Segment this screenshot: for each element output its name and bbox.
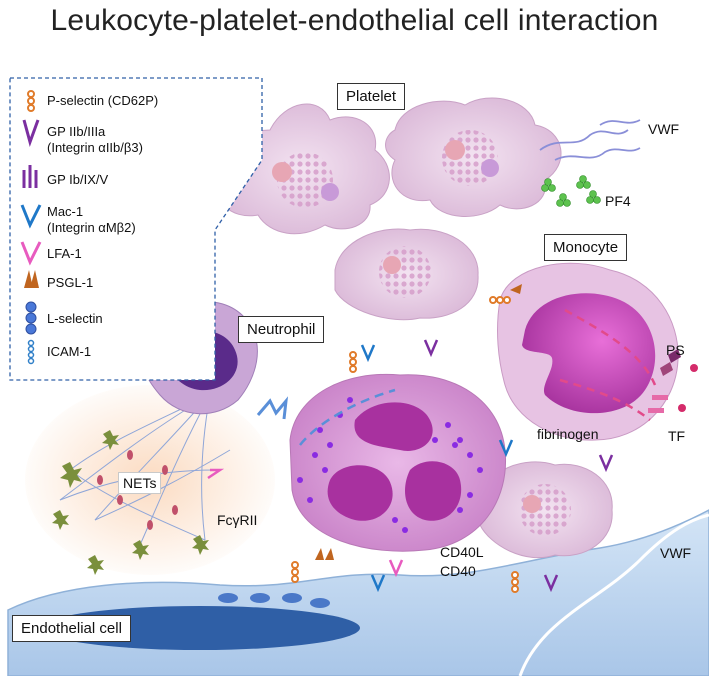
mac1-icon <box>20 204 42 229</box>
monocyte-nucleus <box>522 293 656 414</box>
label-cd40l: CD40L <box>440 544 484 560</box>
pf4-clusters <box>541 175 601 207</box>
label-neutrophil: Neutrophil <box>238 316 325 343</box>
legend-icam1: ICAM-1 <box>47 344 92 359</box>
legend-gp-iib-iiia: GP IIb/IIIa <box>47 124 106 139</box>
monocyte-cell <box>497 262 679 441</box>
gp-ib-ix-v-icon <box>22 165 38 188</box>
psgl1-marks <box>315 284 522 560</box>
legend-psgl1: PSGL-1 <box>47 275 94 290</box>
label-pf4: PF4 <box>605 193 631 209</box>
platelet-center <box>334 228 479 321</box>
receptor-marks <box>207 339 614 593</box>
lfa1-icon <box>20 241 42 266</box>
legend-gp-ib-ix-v: GP Ib/IX/V <box>47 172 109 187</box>
icam1-icon <box>27 339 35 365</box>
label-vwf-top: VWF <box>648 121 680 137</box>
legend-gp-iib-iiia-sub: (Integrin αIIb/β3) <box>47 140 143 155</box>
legend-lfa1: LFA-1 <box>47 246 82 261</box>
label-endothelial-cell: Endothelial cell <box>12 615 131 642</box>
p-selectin-marks <box>291 296 519 593</box>
ps-tf-marks <box>648 349 698 413</box>
vwf-strands-top <box>539 119 641 161</box>
p-selectin-icon <box>27 90 35 112</box>
label-cd40: CD40 <box>440 563 476 579</box>
legend-p-selectin: P-selectin (CD62P) <box>47 93 159 108</box>
label-monocyte: Monocyte <box>544 234 628 261</box>
label-fibrinogen: fibrinogen <box>537 426 599 442</box>
legend-mac1-sub: (Integrin αMβ2) <box>47 220 136 235</box>
legend-mac1: Mac-1 <box>47 204 84 219</box>
label-nets: NETs <box>118 472 162 494</box>
psgl1-icon <box>24 270 39 288</box>
legend-l-selectin: L-selectin <box>47 311 103 326</box>
label-vwf-bottom: VWF <box>660 545 692 561</box>
figure-title: Leukocyte-platelet-endothelial cell inte… <box>50 4 659 37</box>
gp-iib-iiia-icon <box>22 119 40 147</box>
label-fcgrii: FcγRII <box>217 512 258 528</box>
label-tf: TF <box>668 428 686 444</box>
platelet-top-right <box>385 97 562 217</box>
neutrophil-cell <box>256 373 507 552</box>
platelet-bottom-right <box>479 461 613 559</box>
label-ps: PS <box>666 342 685 358</box>
label-platelet: Platelet <box>337 83 406 110</box>
l-selectin-icon <box>25 301 37 335</box>
